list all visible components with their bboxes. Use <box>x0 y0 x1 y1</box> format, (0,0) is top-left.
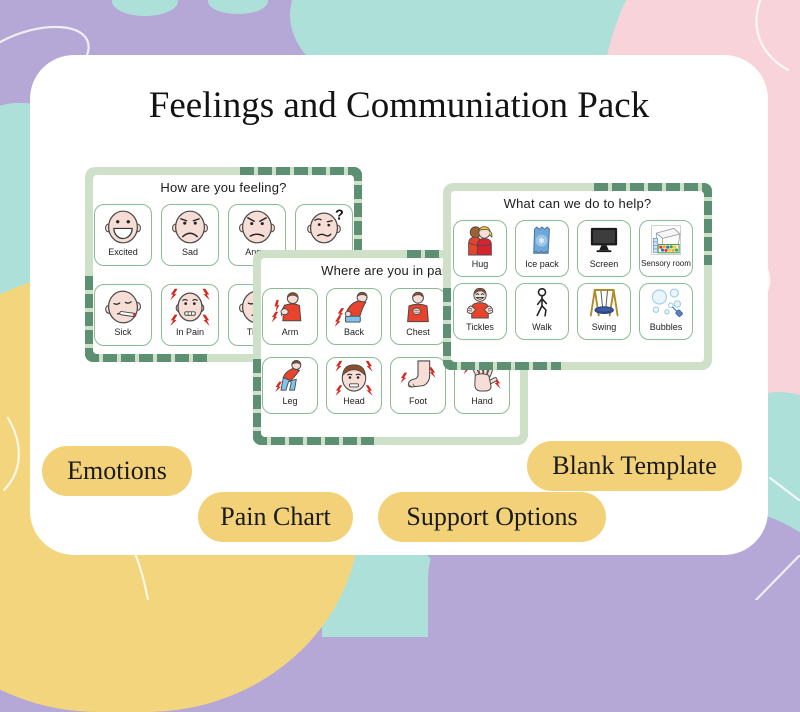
pecs-cell-foot: Foot <box>390 357 446 414</box>
tile-border-decoration <box>85 276 94 362</box>
pecs-cell-excited: Excited <box>94 204 152 266</box>
cell-label: In Pain <box>175 327 205 337</box>
pecs-cell-tickles: Tickles <box>453 283 507 340</box>
tag-emotions: Emotions <box>42 446 192 496</box>
help-board-inner: What can we do to help? Hug <box>451 191 704 362</box>
background-blob-teal-bump <box>112 0 178 16</box>
tile-border-decoration <box>443 287 452 370</box>
cell-label: Walk <box>532 322 552 332</box>
help-board: What can we do to help? Hug <box>443 183 712 370</box>
cell-label: Screen <box>589 259 619 269</box>
cell-label: Foot <box>408 396 427 406</box>
svg-text:?: ? <box>335 207 344 223</box>
hug-icon <box>468 226 493 256</box>
pain-board-header: Where are you in pain? <box>321 263 460 278</box>
background-blob-teal-bump <box>208 0 268 14</box>
sad-face-icon <box>172 210 208 244</box>
cell-label: Swing <box>591 322 617 332</box>
cell-label: Bubbles <box>649 322 683 332</box>
angry-face-icon <box>239 210 275 244</box>
pecs-cell-head: Head <box>326 357 382 414</box>
chest-pain-icon <box>407 291 429 323</box>
tile-border-decoration <box>703 183 712 266</box>
foot-pain-icon <box>400 360 436 388</box>
pecs-cell-bubbles: Bubbles <box>639 283 693 340</box>
tag-blank-template: Blank Template <box>527 441 742 491</box>
pecs-cell-sad: Sad <box>161 204 219 266</box>
cell-label: Hug <box>471 259 489 269</box>
pecs-cell-swing: Swing <box>577 283 631 340</box>
pecs-cell-screen: Screen <box>577 220 631 277</box>
tile-border-decoration <box>593 183 712 192</box>
leg-pain-icon <box>275 360 302 393</box>
pecs-cell-walk: Walk <box>515 283 569 340</box>
tile-border-decoration <box>85 353 207 362</box>
arm-pain-icon <box>271 292 302 323</box>
cell-label: Sensory room <box>641 259 691 268</box>
back-pain-icon <box>334 291 368 327</box>
tag-pain-chart: Pain Chart <box>198 492 353 542</box>
tag-label: Pain Chart <box>220 502 331 531</box>
screen-icon <box>590 227 618 253</box>
sick-face-icon <box>105 290 142 324</box>
tile-border-decoration <box>253 359 262 445</box>
pecs-cell-ice-pack: ❄ Ice pack <box>515 220 569 277</box>
tag-label: Emotions <box>67 456 167 485</box>
cell-label: Leg <box>282 396 298 406</box>
cell-label: Ice pack <box>525 259 559 269</box>
svg-text:❄: ❄ <box>538 237 545 246</box>
tickles-icon <box>466 287 494 319</box>
cell-label: Hand <box>471 396 493 406</box>
pecs-cell-arm: Arm <box>262 288 318 345</box>
head-pain-icon <box>335 360 373 396</box>
confused-face-question-icon: ? <box>307 207 344 244</box>
pecs-cell-back: Back <box>326 288 382 345</box>
pecs-cell-chest: Chest <box>390 288 446 345</box>
pecs-cell-leg: Leg <box>262 357 318 414</box>
tag-label: Support Options <box>406 502 578 531</box>
tile-border-decoration <box>240 167 362 176</box>
cell-label: Tickles <box>466 322 494 332</box>
pecs-cell-sick: Sick <box>94 284 152 346</box>
pain-board-inner: Where are you in pain? Arm <box>261 258 520 437</box>
feelings-board-header: How are you feeling? <box>160 180 287 195</box>
excited-face-icon <box>105 210 141 244</box>
ice-pack-icon: ❄ <box>533 226 550 254</box>
cell-label: Sick <box>114 327 132 337</box>
cell-label: Arm <box>281 327 299 337</box>
tile-border-decoration <box>443 361 562 370</box>
bubbles-icon <box>651 288 683 317</box>
cell-label: Back <box>343 327 364 337</box>
tag-label: Blank Template <box>552 451 717 480</box>
in-pain-face-icon <box>170 288 210 327</box>
tile-border-decoration <box>253 436 374 445</box>
walk-icon <box>536 287 548 317</box>
cell-label: Excited <box>108 247 138 257</box>
page-title: Feelings and Communiation Pack <box>148 85 650 126</box>
swing-icon <box>589 289 619 317</box>
cell-label: Head <box>343 396 365 406</box>
tile-border-decoration <box>353 167 362 253</box>
sensory-room-icon <box>651 225 681 255</box>
pecs-cell-in-pain: In Pain <box>161 284 219 346</box>
help-board-header: What can we do to help? <box>503 196 652 211</box>
pecs-cell-hug: Hug <box>453 220 507 277</box>
cell-label: Sad <box>181 247 198 257</box>
pecs-cell-sensory-room: Sensory room <box>639 220 693 277</box>
tag-support-options: Support Options <box>378 492 606 542</box>
cell-label: Chest <box>406 327 430 337</box>
